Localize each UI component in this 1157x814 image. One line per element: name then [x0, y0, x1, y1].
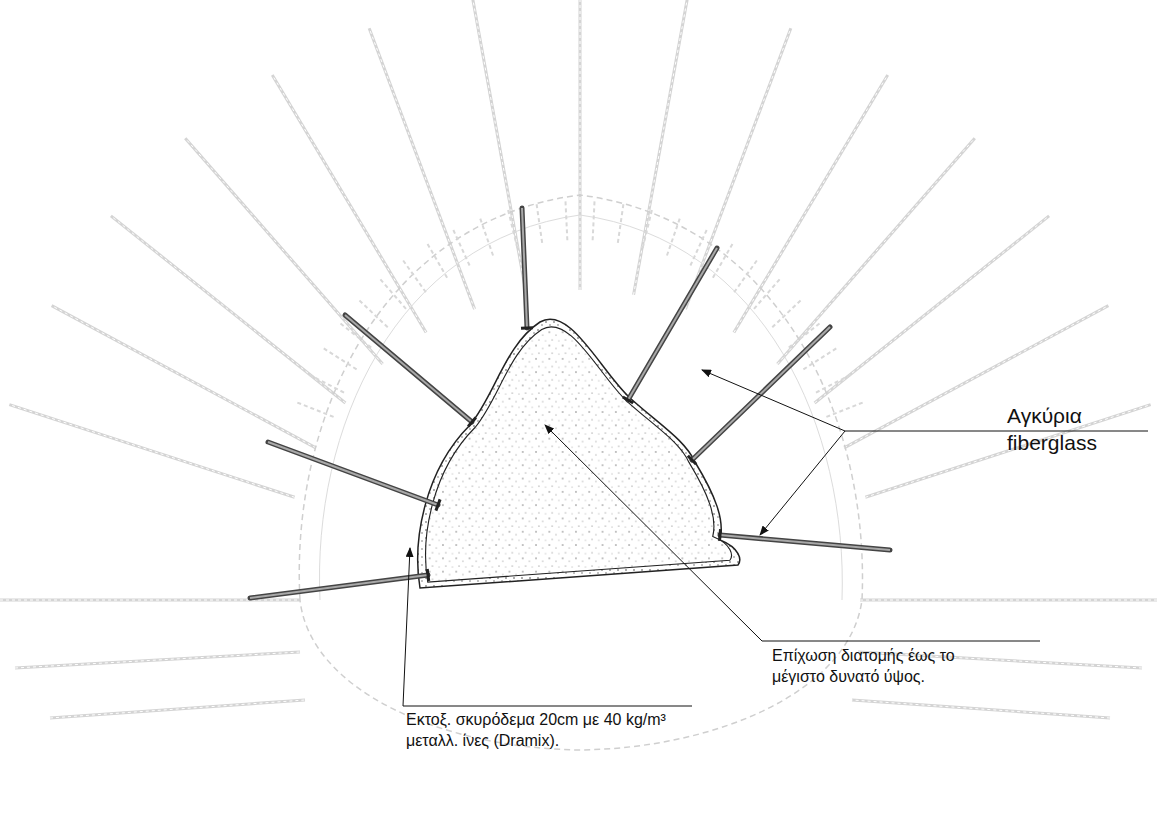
anchor-core	[628, 248, 717, 400]
anchor-label: Αγκύρια fiberglass	[1007, 402, 1152, 457]
side-anchor	[15, 652, 300, 668]
forepole-core	[634, 0, 688, 295]
forepole	[777, 138, 974, 364]
anchor-plate	[688, 456, 696, 465]
forepole-core	[111, 216, 346, 403]
backfill	[426, 327, 732, 582]
umbrella-pipe	[508, 209, 517, 248]
forepole-core	[685, 28, 790, 309]
umbrella-pipe	[643, 209, 652, 248]
side-anchor	[860, 599, 1157, 602]
umbrella-pipe	[734, 260, 757, 293]
forepole-core	[734, 75, 888, 333]
umbrella-pipe	[618, 203, 624, 243]
anchor-rod	[250, 575, 428, 598]
backfill-note: Επίχωση διατομής έως το μέγιστο δυνατό ύ…	[772, 646, 1002, 688]
forepole	[272, 75, 426, 333]
umbrella-pipe	[593, 200, 595, 240]
forepole-core	[9, 405, 294, 498]
forepole-core	[473, 0, 527, 295]
anchor-plate	[521, 326, 533, 329]
side-anchor	[50, 700, 305, 718]
side-anchor-core	[15, 652, 300, 668]
umbrella-pipe	[826, 402, 863, 417]
anchor-plate	[427, 569, 429, 581]
forepole	[685, 28, 790, 309]
umbrella-pipe	[667, 218, 680, 256]
umbrella-pipe	[308, 374, 344, 392]
anchor-rod	[692, 327, 830, 460]
side-anchor-core	[860, 600, 1157, 601]
forepole	[52, 306, 316, 448]
shotcrete-note: Εκτοξ. σκυρόδεμα 20cm με 40 kg/m³ μεταλλ…	[406, 710, 696, 752]
side-anchor	[852, 700, 1110, 718]
anchor-core	[720, 535, 890, 550]
umbrella-pipe	[772, 300, 801, 328]
forepole-core	[777, 138, 974, 364]
umbrella-pipe	[816, 374, 852, 392]
forepole	[473, 0, 527, 295]
final-section-outline	[299, 195, 862, 750]
anchor-rod	[720, 535, 890, 550]
forepole	[734, 75, 888, 333]
anchor-core	[268, 442, 438, 505]
background-design	[0, 0, 1157, 750]
forepole-core	[52, 306, 316, 448]
forepole	[815, 216, 1050, 403]
forepole	[369, 28, 474, 309]
umbrella-pipe	[754, 279, 780, 309]
umbrella-pipe	[536, 203, 542, 243]
anchor-rod	[628, 248, 717, 400]
umbrella-pipe	[480, 218, 493, 256]
forepole-core	[272, 75, 426, 333]
lining-outline	[319, 215, 842, 600]
anchor-core	[250, 575, 428, 598]
anchor-plate	[468, 417, 476, 426]
forepole	[185, 138, 382, 364]
forepole-core	[369, 28, 474, 309]
umbrella-pipe	[453, 229, 470, 265]
forepole-core	[815, 216, 1050, 403]
umbrella-pipe	[565, 200, 567, 240]
anchor-rod	[268, 442, 438, 505]
filled-tunnel	[418, 319, 740, 588]
forepole	[579, 0, 582, 290]
side-anchor-core	[50, 700, 305, 718]
anchor-plate	[436, 499, 440, 510]
umbrella-pipe	[403, 260, 426, 293]
anchor-core	[522, 208, 527, 328]
umbrella-pipe	[323, 348, 357, 370]
anchor-plate	[719, 529, 720, 541]
side-anchor-core	[852, 700, 1110, 718]
shotcrete-shell	[418, 319, 740, 588]
anchor-core	[692, 327, 830, 460]
umbrella-pipe	[427, 243, 447, 278]
umbrella-pipe	[380, 279, 406, 309]
forepole	[111, 216, 346, 403]
umbrella-pipe	[296, 402, 333, 417]
umbrella-pipe	[359, 300, 388, 328]
forepole	[634, 0, 688, 295]
anchor-rod	[522, 208, 527, 328]
umbrella-pipe	[690, 229, 707, 265]
forepole	[9, 405, 294, 498]
forepole-core	[580, 0, 581, 290]
anchor-plate	[623, 397, 633, 403]
anchor-rod	[345, 315, 472, 422]
anchor-core	[345, 315, 472, 422]
forepole-core	[185, 138, 382, 364]
fiberglass-anchors	[250, 208, 890, 598]
